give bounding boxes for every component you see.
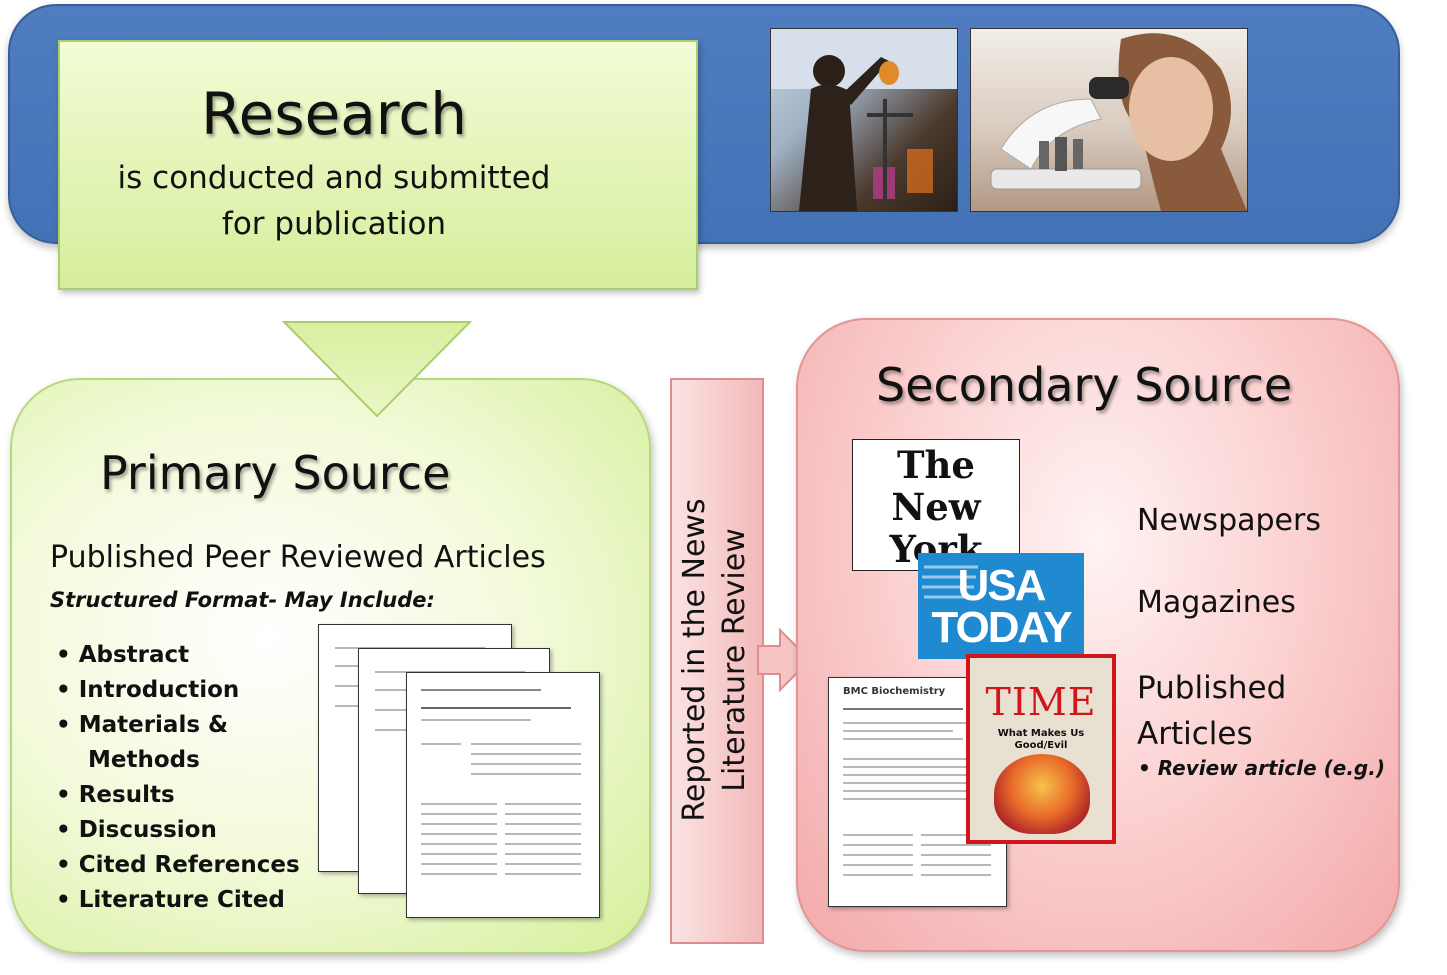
right-arrow-icon <box>757 628 812 692</box>
article-thumbnail <box>406 672 600 918</box>
label-magazines: Magazines <box>1137 585 1296 620</box>
bmc-title: BMC Biochemistry <box>843 686 946 697</box>
research-subtitle-line2: for publication <box>221 206 447 242</box>
lab-silhouette-graphic <box>771 29 957 211</box>
list-item: • Abstract <box>56 642 190 668</box>
time-logo-text: TIME <box>985 680 1097 724</box>
list-item: • Introduction <box>56 677 240 703</box>
connector-line1: Reported in the News <box>677 498 712 822</box>
usa-today-globe-icon <box>922 565 978 599</box>
secondary-source-title: Secondary Source <box>876 358 1293 412</box>
research-title: Research <box>200 80 468 148</box>
nyt-logo: The New York Times <box>852 439 1020 571</box>
list-item: • Literature Cited <box>56 887 285 913</box>
list-item: • Discussion <box>56 817 217 843</box>
primary-source-title: Primary Source <box>100 446 451 500</box>
list-item: Methods <box>56 747 200 773</box>
label-published-articles: Published Articles <box>1137 670 1287 752</box>
primary-section-list: • Abstract • Introduction • Materials & … <box>56 638 300 918</box>
label-newspapers: Newspapers <box>1137 503 1321 538</box>
research-subtitle: is conducted and submitted for publicati… <box>58 155 610 247</box>
primary-format-note: Structured Format- May Include: <box>50 588 435 612</box>
nyt-logo-text: The New York Times <box>889 443 983 571</box>
news-connector-banner <box>670 378 764 944</box>
label-review-article: • Review article (e.g.) <box>1138 756 1385 780</box>
research-box <box>58 40 698 290</box>
microscope-graphic <box>990 33 1247 211</box>
list-item: • Materials & <box>56 712 229 738</box>
down-arrow-icon <box>282 321 472 418</box>
brain-illustration <box>994 754 1090 834</box>
usa-today-text: USA TODAY <box>931 561 1072 652</box>
time-cover-headline: What Makes Us Good/Evil <box>997 728 1085 751</box>
news-connector-text: Reported in the News Literature Review <box>670 378 760 940</box>
lab-photo <box>770 28 958 212</box>
primary-subtitle: Published Peer Reviewed Articles <box>50 540 546 575</box>
microscope-photo <box>970 28 1248 212</box>
list-item: • Results <box>56 782 175 808</box>
connector-line2: Literature Review <box>717 528 752 792</box>
usa-today-logo: USA TODAY <box>918 553 1084 659</box>
list-item: • Cited References <box>56 852 300 878</box>
research-subtitle-line1: is conducted and submitted <box>117 160 551 196</box>
time-magazine-cover: TIME What Makes Us Good/Evil <box>966 654 1116 844</box>
